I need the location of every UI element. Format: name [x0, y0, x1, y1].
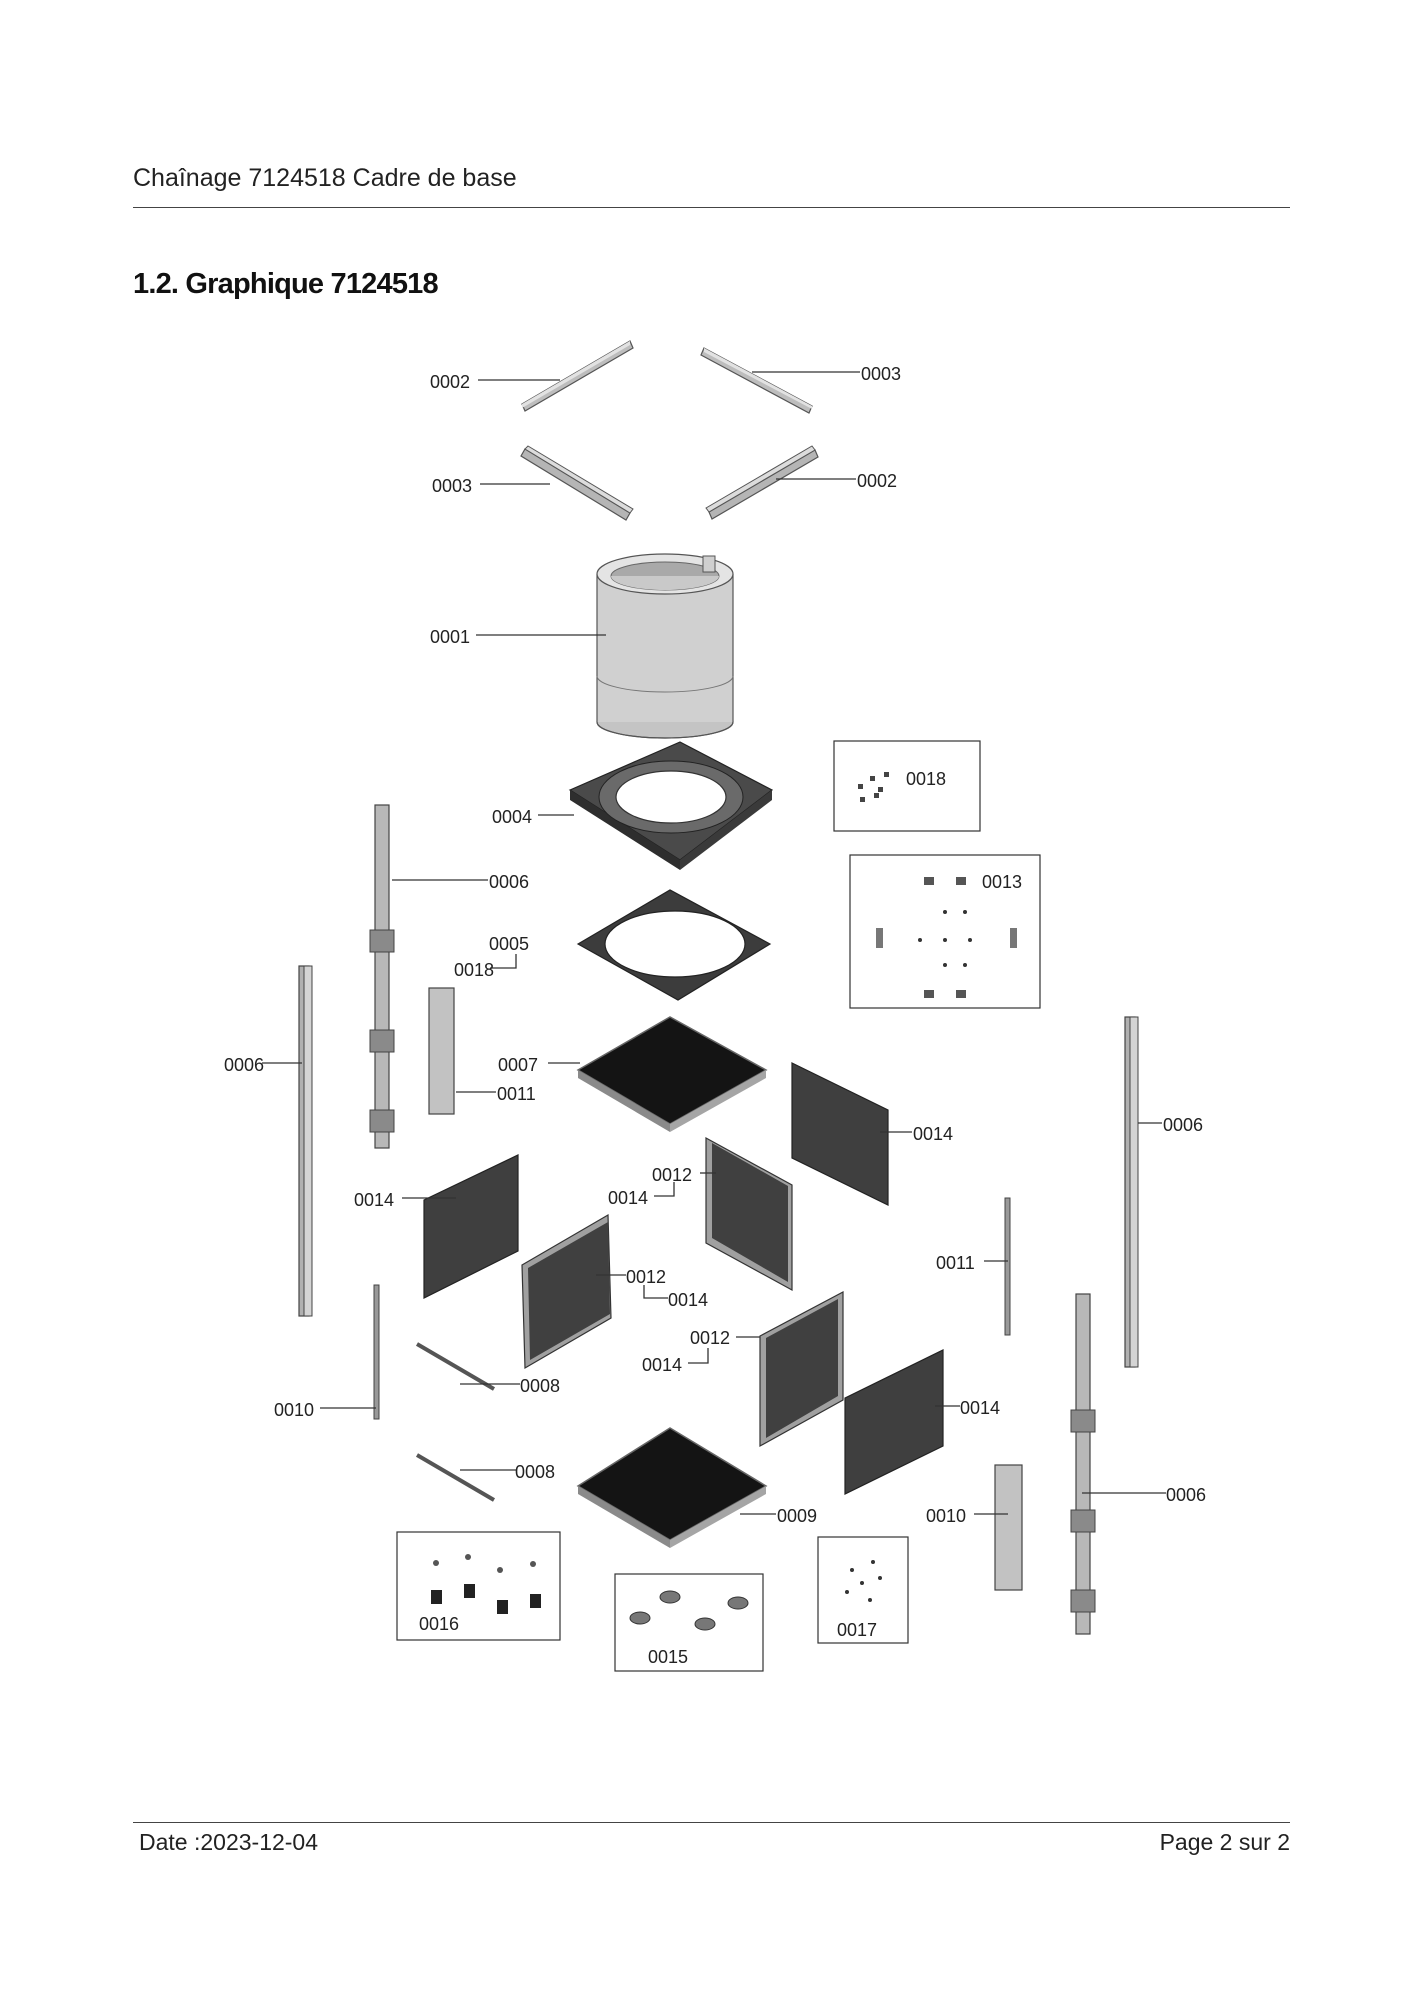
beam-part — [705, 445, 819, 520]
ring-part — [596, 553, 734, 739]
channel-part — [994, 1464, 1023, 1591]
post-part — [298, 965, 313, 1317]
part-label: 0003 — [432, 476, 472, 496]
part-label: 0014 — [960, 1398, 1000, 1418]
channel-part — [428, 987, 455, 1115]
rod-part — [415, 1342, 496, 1391]
part-label: 0014 — [608, 1188, 648, 1208]
part-label: 0015 — [648, 1647, 688, 1667]
thin-rail-part — [1004, 1197, 1011, 1336]
part-label: 0006 — [224, 1055, 264, 1075]
hardware-box — [614, 1573, 764, 1672]
beam-part — [520, 445, 634, 521]
wall-panel-part — [791, 1062, 889, 1206]
hardware-box — [817, 1536, 909, 1644]
part-label: 0009 — [777, 1506, 817, 1526]
part-label: 0002 — [430, 372, 470, 392]
beam-part — [700, 347, 813, 414]
part-label: 0011 — [497, 1084, 536, 1104]
part-label: 0010 — [926, 1506, 966, 1526]
part-label: 0004 — [492, 807, 532, 827]
part-label: 0011 — [936, 1253, 975, 1273]
floor-panel-part — [576, 1427, 768, 1548]
hardware-box — [396, 1531, 561, 1641]
thin-rail-part — [373, 1284, 380, 1420]
part-label: 0006 — [1163, 1115, 1203, 1135]
square-frame-part — [576, 889, 772, 1001]
leader-lines — [262, 371, 1166, 1515]
part-label: 0003 — [861, 364, 901, 384]
part-label: 0014 — [354, 1190, 394, 1210]
part-label: 0002 — [857, 471, 897, 491]
wall-panel-part — [423, 1154, 519, 1299]
hardware-box — [849, 854, 1041, 1009]
post-part — [369, 804, 395, 1149]
part-label: 0006 — [489, 872, 529, 892]
part-label: 0018 — [454, 960, 494, 980]
part-label: 0017 — [837, 1620, 877, 1640]
header-divider — [133, 207, 1290, 208]
part-label: 0007 — [498, 1055, 538, 1075]
part-label: 0006 — [1166, 1485, 1206, 1505]
hardware-box — [833, 740, 981, 832]
part-label: 0013 — [982, 872, 1022, 892]
footer-divider — [133, 1822, 1290, 1823]
part-label: 0008 — [520, 1376, 560, 1396]
framed-panel-part — [521, 1213, 612, 1370]
post-part — [1124, 1016, 1139, 1368]
base-plate-part — [568, 741, 774, 870]
part-label: 0001 — [430, 627, 470, 647]
part-label: 0010 — [274, 1400, 314, 1420]
footer-page-number: Page 2 sur 2 — [1159, 1829, 1290, 1855]
part-label: 0012 — [690, 1328, 730, 1348]
part-label: 0008 — [515, 1462, 555, 1482]
rod-part — [415, 1453, 496, 1502]
section-title: 1.2. Graphique 7124518 — [133, 268, 439, 300]
framed-panel-part — [705, 1136, 793, 1292]
part-label: 0012 — [652, 1165, 692, 1185]
floor-panel-part — [576, 1016, 768, 1132]
wall-panel-part — [844, 1349, 944, 1495]
part-label: 0005 — [489, 934, 529, 954]
post-part — [1070, 1293, 1096, 1635]
footer-date: Date :2023-12-04 — [139, 1829, 319, 1855]
document-header-title: Chaînage 7124518 Cadre de base — [133, 164, 517, 192]
beam-part — [521, 340, 634, 412]
part-label: 0018 — [906, 769, 946, 789]
part-label: 0014 — [642, 1355, 682, 1375]
part-label: 0014 — [913, 1124, 953, 1144]
framed-panel-part — [759, 1291, 844, 1448]
part-label: 0012 — [626, 1267, 666, 1287]
part-label: 0016 — [419, 1614, 459, 1634]
part-label: 0014 — [668, 1290, 708, 1310]
